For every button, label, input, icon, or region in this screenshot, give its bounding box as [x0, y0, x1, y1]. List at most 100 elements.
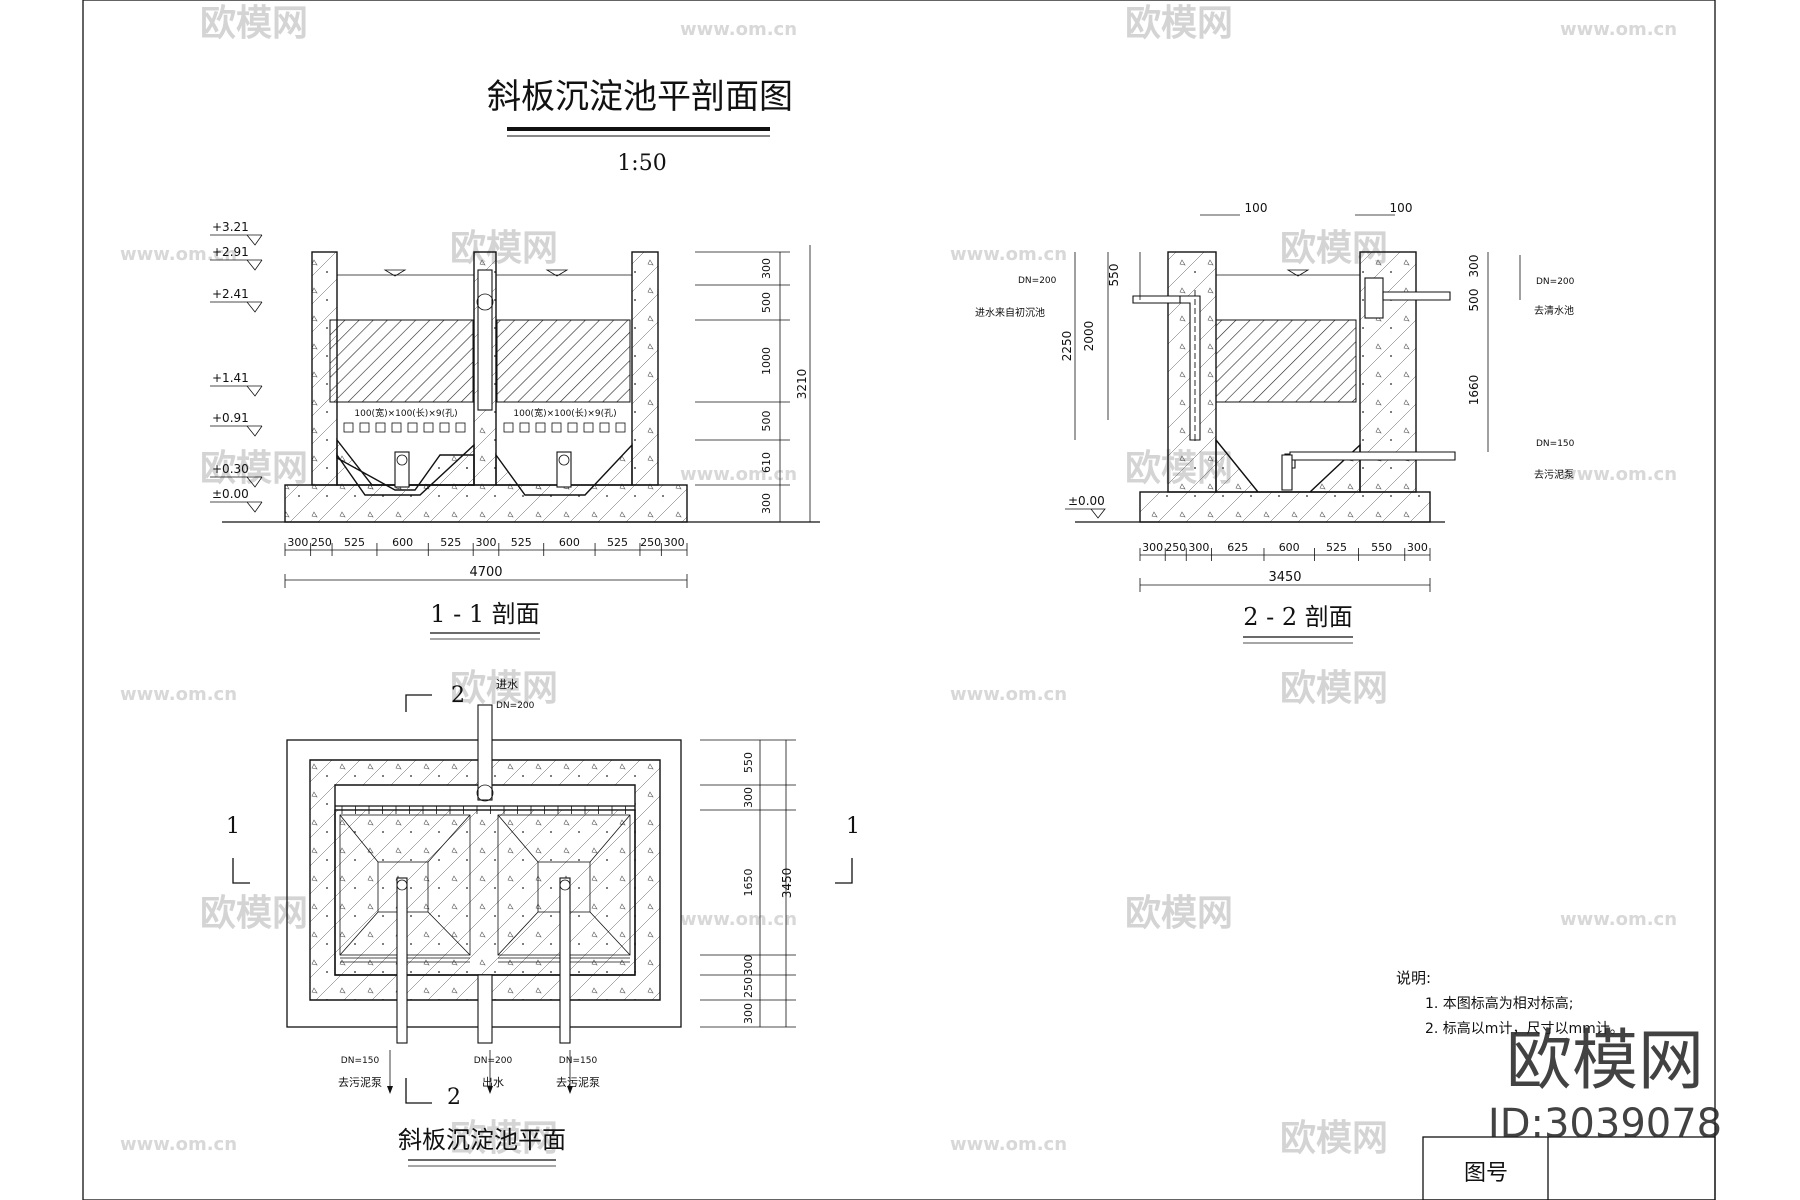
collector-hole	[503, 422, 514, 433]
collector-hole	[535, 422, 546, 433]
collector-hole	[519, 422, 530, 433]
dim-value: 250	[640, 536, 661, 549]
s22-sludge-label: 去污泥泵	[1534, 468, 1574, 481]
dim-value: 525	[511, 536, 532, 549]
pipe-dn-label: DN=200	[474, 1056, 513, 1066]
watermark-url: www.om.cn	[950, 244, 1067, 265]
s22-right-dim-300: 300	[1467, 255, 1481, 278]
title-block: 图号	[1422, 1136, 1716, 1200]
elevation-triangle	[246, 259, 263, 271]
plate-label-left: 100(宽)×100(长)×9(孔)	[354, 407, 457, 419]
elevation-label: +0.30	[212, 462, 249, 476]
collector-hole	[455, 422, 466, 433]
collector-hole	[391, 422, 402, 433]
collector-hole	[439, 422, 450, 433]
s11-right-total: 3210	[795, 369, 809, 400]
dim-value: 300	[760, 258, 773, 279]
watermark-id: ID:3039078	[1488, 1101, 1722, 1147]
dim-value: 300	[742, 787, 755, 808]
dim-value: 300	[476, 536, 497, 549]
plan-inlet-label: 进水	[496, 678, 518, 691]
notes-heading: 说明:	[1396, 969, 1431, 987]
collector-hole	[343, 422, 354, 433]
collector-hole	[551, 422, 562, 433]
dim-value: 300	[742, 955, 755, 976]
watermark-url: www.om.cn	[120, 684, 237, 705]
elevation-label: +0.91	[212, 411, 249, 425]
elevation-triangle	[246, 385, 263, 397]
elevation-triangle	[246, 501, 263, 513]
s22-sludge-dn: DN=150	[1536, 439, 1575, 449]
watermark-url: www.om.cn	[1560, 909, 1677, 930]
pipe-dest-label: 去污泥泵	[338, 1076, 382, 1089]
dim-value: 525	[1326, 541, 1347, 554]
watermark-url: www.om.cn	[120, 1134, 237, 1155]
plan-mark-1-left: 1	[226, 814, 240, 839]
drawing-title: 斜板沉淀池平剖面图	[487, 77, 793, 117]
watermark-brand: 欧模网	[200, 448, 308, 489]
elevation-label: +2.91	[212, 245, 249, 259]
dim-value: 1000	[760, 347, 773, 375]
pipe-dn-label: DN=150	[341, 1056, 380, 1066]
dim-value: 500	[760, 292, 773, 313]
title-block-label: 图号	[1464, 1161, 1508, 1186]
elevation-label: +2.41	[212, 287, 249, 301]
plan-title: 斜板沉淀池平面	[398, 1126, 566, 1154]
dim-value: 600	[1279, 541, 1300, 554]
s22-inlet-label: 进水来自初沉池	[975, 306, 1045, 319]
elevation-label: +3.21	[212, 220, 249, 234]
watermark-url: www.om.cn	[1560, 19, 1677, 40]
dim-value: 300	[1407, 541, 1428, 554]
dim-value: 300	[287, 536, 308, 549]
dim-value: 300	[760, 493, 773, 514]
dim-value: 250	[311, 536, 332, 549]
plan-inlet-dn: DN=200	[496, 701, 535, 711]
sheet-border	[82, 0, 1716, 1200]
watermark-brand: 欧模网	[1125, 3, 1233, 44]
s22-top-dim-2: 100	[1390, 201, 1413, 215]
notes-block: 说明: 1. 本图标高为相对标高; 2. 标高以m计，尺寸以mm计。	[1396, 969, 1624, 1037]
pipe-dest-label: 出水	[482, 1075, 504, 1089]
collector-hole	[359, 422, 370, 433]
watermark-brand: 欧模网	[1125, 893, 1233, 934]
collector-hole	[375, 422, 386, 433]
plan-mark-2-bottom: 2	[447, 1085, 461, 1110]
collector-hole	[423, 422, 434, 433]
watermark-url: www.om.cn	[120, 244, 237, 265]
watermark-brand: 欧模网	[450, 228, 558, 269]
dim-value: 525	[607, 536, 628, 549]
notes-item-2: 2. 标高以m计，尺寸以mm计。	[1425, 1020, 1624, 1037]
dim-value: 250	[742, 977, 755, 998]
drawing-scale: 1:50	[617, 151, 666, 176]
elevation-label: ±0.00	[212, 487, 249, 501]
s22-inlet-dn: DN=200	[1018, 276, 1057, 286]
elevation-triangle	[246, 476, 263, 488]
section-1-1: 100(宽)×100(长)×9(孔) 100(宽)×100(长)×9(孔) +3…	[210, 220, 820, 640]
watermark-url: www.om.cn	[680, 464, 797, 485]
dim-value: 600	[392, 536, 413, 549]
dim-value: 600	[559, 536, 580, 549]
pipe-arrowhead	[487, 1086, 493, 1094]
watermark-brand: 欧模网	[1280, 668, 1388, 709]
watermark-url: www.om.cn	[950, 1134, 1067, 1155]
plan-right-total: 3450	[780, 868, 794, 899]
dim-value: 550	[742, 752, 755, 773]
pipe-dest-label: 去污泥泵	[556, 1076, 600, 1089]
dim-value: 610	[760, 452, 773, 473]
section-1-1-title: 1 - 1 剖面	[430, 600, 540, 628]
collector-hole	[599, 422, 610, 433]
elevation-triangle	[246, 234, 263, 246]
dim-value: 300	[742, 1003, 755, 1024]
section-2-2: 100 100 550 2000 2250 DN=200 进水来自初沉池 300…	[975, 201, 1575, 644]
section-2-2-title: 2 - 2 剖面	[1243, 603, 1353, 631]
dim-value: 250	[1165, 541, 1186, 554]
plate-label-right: 100(宽)×100(长)×9(孔)	[513, 407, 616, 419]
dim-value: 525	[440, 536, 461, 549]
elevation-triangle	[246, 301, 263, 313]
s22-right-dim-1660: 1660	[1467, 375, 1481, 406]
watermark-url: www.om.cn	[950, 684, 1067, 705]
collector-hole	[583, 422, 594, 433]
pipe-arrowhead	[387, 1086, 393, 1094]
